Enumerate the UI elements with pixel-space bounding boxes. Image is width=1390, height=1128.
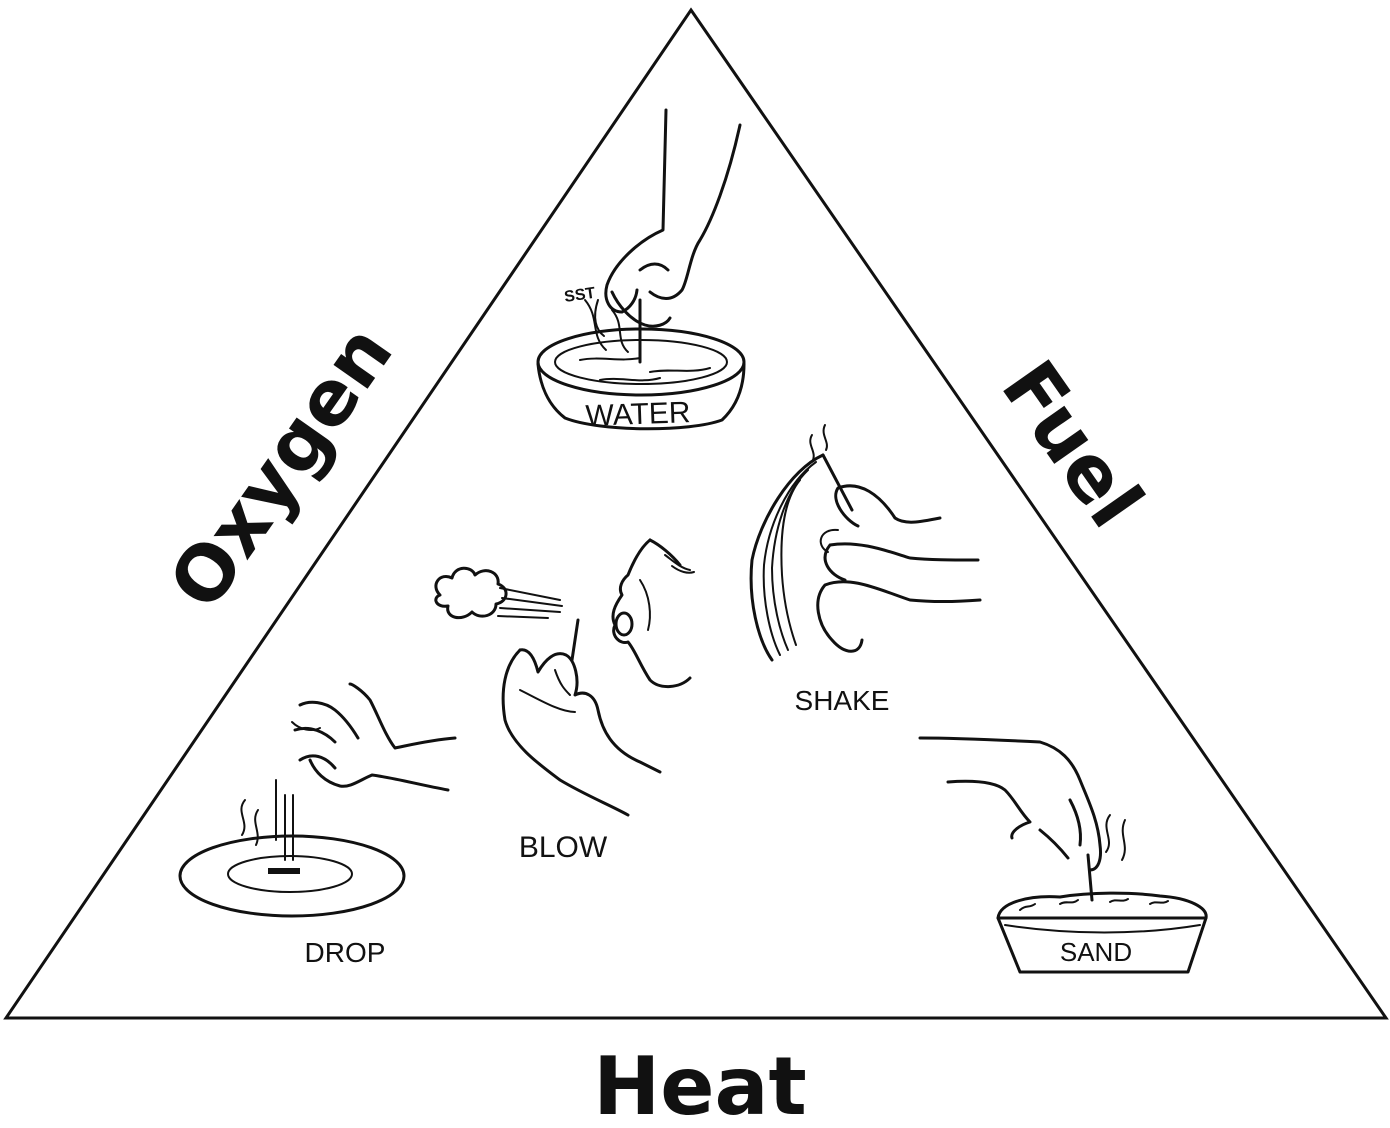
shake-illustration: SHAKE [751,425,980,716]
water-label: WATER [585,396,691,433]
blow-face-icon [613,540,694,687]
side-label-heat: Heat [593,1040,806,1128]
sand-hand-icon [920,738,1101,870]
sand-illustration: SAND [920,738,1206,972]
blow-hand-icon [503,650,660,815]
blow-label: BLOW [519,831,608,864]
drop-label: DROP [305,937,386,968]
water-note: SST [563,285,596,306]
shake-motion-icon [751,425,827,660]
shake-hand-icon [818,486,980,651]
drop-hand-icon [292,684,455,790]
side-label-fuel: Fuel [984,345,1160,543]
water-illustration: SST WATER [538,110,744,433]
blow-puff-icon [436,568,562,618]
drop-illustration: DROP [180,684,455,968]
shake-label: SHAKE [795,685,890,716]
blow-match-icon [572,620,578,660]
sand-label: SAND [1060,937,1132,967]
blow-illustration: BLOW [436,540,694,864]
water-hand-icon [595,110,740,336]
drop-match-icon [241,780,293,860]
side-label-oxygen: Oxygen [151,309,409,625]
